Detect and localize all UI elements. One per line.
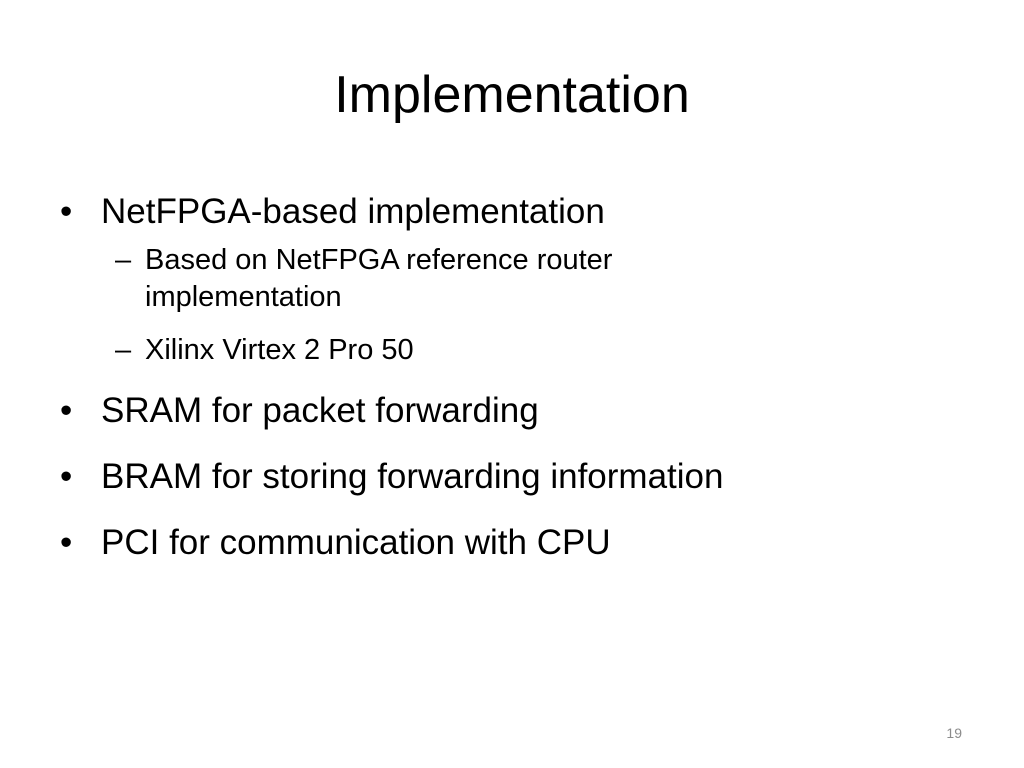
bullet-text: SRAM for packet forwarding [101, 391, 539, 430]
dash-icon: – [115, 334, 132, 366]
sub-bullet-text: Xilinx Virtex 2 Pro 50 [145, 334, 414, 366]
bullet-list: • NetFPGA-based implementation – Based o… [60, 186, 960, 583]
sub-bullet-list: – Based on NetFPGA reference router impl… [101, 242, 960, 369]
slide-title: Implementation [334, 66, 690, 124]
dash-icon: – [115, 244, 132, 276]
bullet-item: • SRAM for packet forwarding [60, 385, 960, 437]
page-number: 19 [946, 725, 962, 741]
bullet-item: • BRAM for storing forwarding informatio… [60, 451, 960, 503]
bullet-icon: • [60, 391, 73, 430]
sub-bullet-item: – Based on NetFPGA reference router impl… [101, 242, 765, 316]
bullet-item: • PCI for communication with CPU [60, 517, 960, 569]
bullet-icon: • [60, 192, 73, 231]
sub-bullet-item: – Xilinx Virtex 2 Pro 50 [101, 332, 765, 369]
bullet-text: PCI for communication with CPU [101, 523, 611, 562]
bullet-icon: • [60, 457, 73, 496]
sub-bullet-text: Based on NetFPGA reference router implem… [145, 244, 613, 313]
bullet-icon: • [60, 523, 73, 562]
bullet-text: BRAM for storing forwarding information [101, 457, 724, 496]
bullet-text: NetFPGA-based implementation [101, 192, 605, 231]
bullet-item: • NetFPGA-based implementation – Based o… [60, 186, 960, 369]
